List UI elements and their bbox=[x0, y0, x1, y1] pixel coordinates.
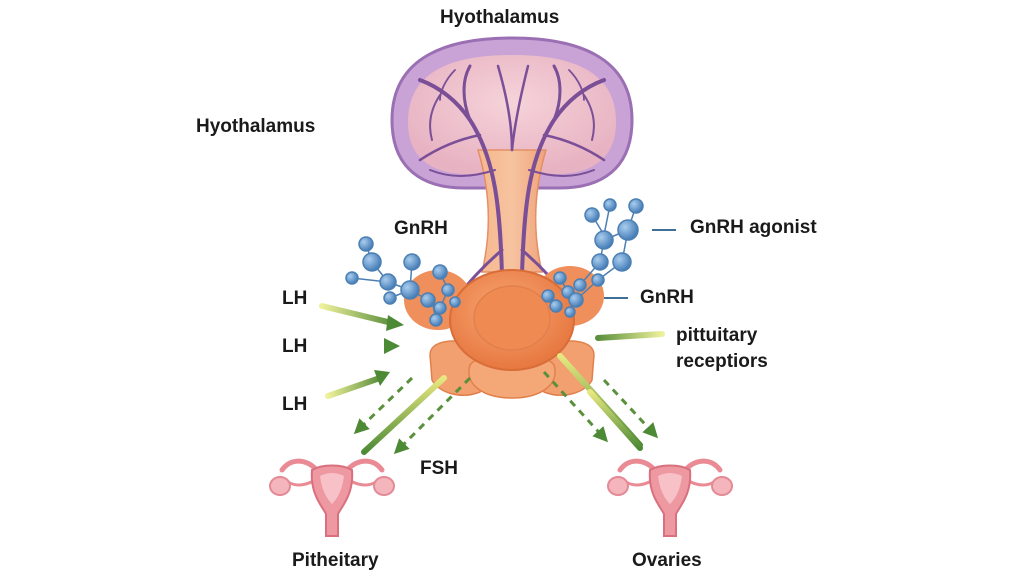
gnrh-agonist-molecules-right bbox=[541, 198, 644, 318]
lh-arrows bbox=[319, 303, 404, 399]
uterus-left bbox=[269, 458, 395, 537]
pituitary-receptors-bar bbox=[595, 331, 665, 341]
right-output-arrows bbox=[542, 353, 659, 451]
pituitary-gland bbox=[449, 269, 575, 371]
label-hypothalamus-left: Hyothalamus bbox=[196, 116, 316, 137]
label-ovaries: Ovaries bbox=[632, 550, 702, 571]
label-gnrh-left: GnRH bbox=[394, 218, 448, 239]
label-pituitary-receptors-line2: receptiors bbox=[676, 351, 768, 372]
uterus-right bbox=[607, 458, 733, 537]
vessel-network bbox=[418, 64, 606, 302]
label-lh-3: LH bbox=[282, 394, 308, 415]
label-fsh: FSH bbox=[420, 458, 458, 479]
hypothalamus-cap bbox=[390, 36, 634, 190]
lh-arrow-3 bbox=[325, 370, 390, 399]
left-output-arrows bbox=[353, 375, 472, 455]
gnrh-molecules-left bbox=[345, 236, 461, 327]
pituitary-stalk bbox=[476, 149, 548, 273]
label-pitheitary: Pitheitary bbox=[292, 550, 379, 571]
lh-arrow-1 bbox=[319, 303, 404, 331]
label-lh-2: LH bbox=[282, 336, 308, 357]
label-gnrh-right: GnRH bbox=[640, 287, 694, 308]
label-lh-1: LH bbox=[282, 288, 308, 309]
label-pituitary-receptors-line1: pittuitary bbox=[676, 325, 758, 346]
label-hypothalamus-top: Hyothalamus bbox=[440, 7, 560, 28]
lh-arrow-2 bbox=[327, 338, 400, 354]
label-gnrh-agonist: GnRH agonist bbox=[690, 217, 817, 238]
